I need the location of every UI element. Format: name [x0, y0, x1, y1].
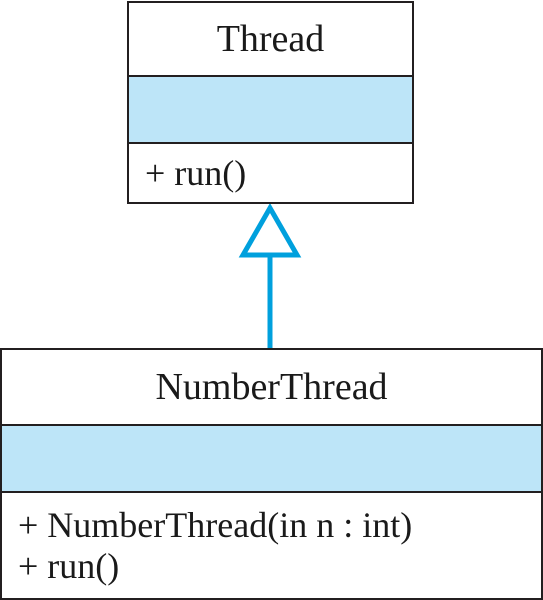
class-name: NumberThread	[2, 350, 541, 426]
attribute-compartment	[129, 77, 412, 144]
operation-constructor: + NumberThread(in n : int)	[18, 505, 413, 546]
operation-compartment: + run()	[129, 144, 412, 202]
hollow-triangle-arrowhead	[238, 202, 302, 258]
class-name: Thread	[129, 3, 412, 77]
attribute-compartment	[2, 426, 541, 493]
operation-run: + run()	[18, 545, 120, 586]
operation-run: + run()	[145, 152, 247, 193]
operation-compartment: + NumberThread(in n : int) + run()	[2, 493, 541, 598]
class-box-numberthread: NumberThread + NumberThread(in n : int) …	[0, 348, 543, 600]
class-box-thread: Thread + run()	[127, 1, 414, 204]
